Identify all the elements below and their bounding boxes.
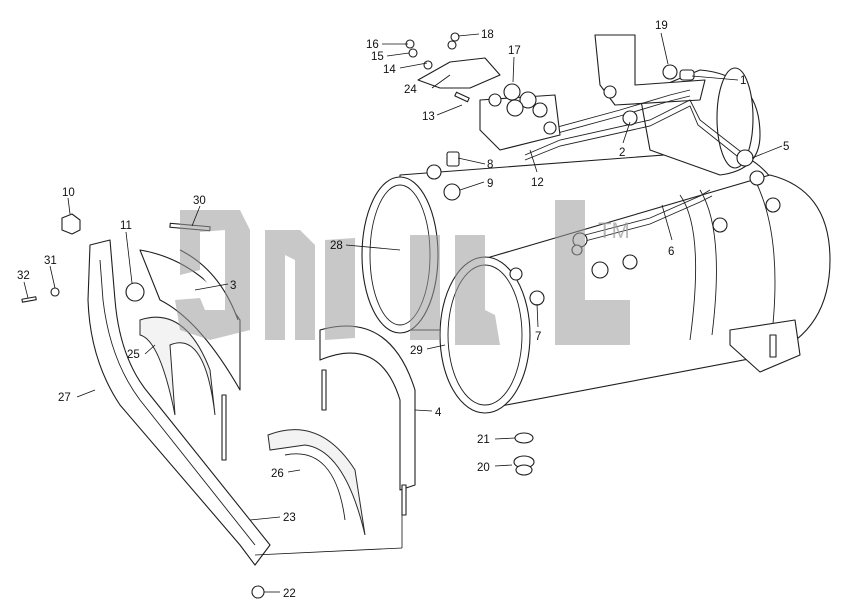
- callout-32: 32: [17, 270, 30, 282]
- callout-27: 27: [58, 392, 71, 404]
- callout-30: 30: [193, 195, 206, 207]
- tank-mount-bracket: [594, 34, 801, 373]
- air-lines: [509, 89, 746, 242]
- watermark-logo: TM: [175, 200, 630, 345]
- callout-7: 7: [535, 331, 541, 343]
- callout-18: 18: [481, 29, 494, 41]
- callout-12: 12: [531, 177, 544, 189]
- clip-clamp: [426, 151, 461, 201]
- callout-20: 20: [477, 462, 490, 474]
- callout-14: 14: [383, 64, 396, 76]
- support-bracket: [87, 222, 271, 566]
- callout-3: 3: [230, 280, 236, 292]
- callout-21: 21: [477, 434, 490, 446]
- valve-assembly: [479, 83, 561, 151]
- callout-24: 24: [404, 84, 417, 96]
- callout-23: 23: [283, 512, 296, 524]
- callout-29: 29: [410, 345, 423, 357]
- callout-4: 4: [435, 407, 442, 419]
- callout-28: 28: [330, 240, 343, 252]
- valve-bracket: [405, 32, 501, 103]
- callout-11: 11: [120, 220, 132, 232]
- callout-1: 1: [740, 75, 746, 87]
- callout-31: 31: [44, 255, 57, 267]
- callout-26: 26: [271, 468, 284, 480]
- watermark-text: TM: [598, 218, 630, 243]
- fasteners: [21, 213, 535, 599]
- callout-10: 10: [62, 187, 75, 199]
- callout-17: 17: [508, 45, 521, 57]
- callout-6: 6: [668, 246, 674, 258]
- callout-19: 19: [655, 20, 668, 32]
- callout-22: 22: [283, 588, 296, 600]
- callout-9: 9: [487, 178, 493, 190]
- callout-labels: 1 2 3 4 5 6 7 8 9 10 11 12 13 14 15 16 1…: [17, 20, 789, 600]
- callout-13: 13: [422, 111, 435, 123]
- leader-lines: [23, 32, 783, 593]
- callout-15: 15: [371, 51, 384, 63]
- callout-25: 25: [127, 349, 140, 361]
- callout-2: 2: [619, 147, 625, 159]
- callout-16: 16: [366, 39, 379, 51]
- callout-8: 8: [487, 159, 493, 171]
- callout-5: 5: [783, 141, 789, 153]
